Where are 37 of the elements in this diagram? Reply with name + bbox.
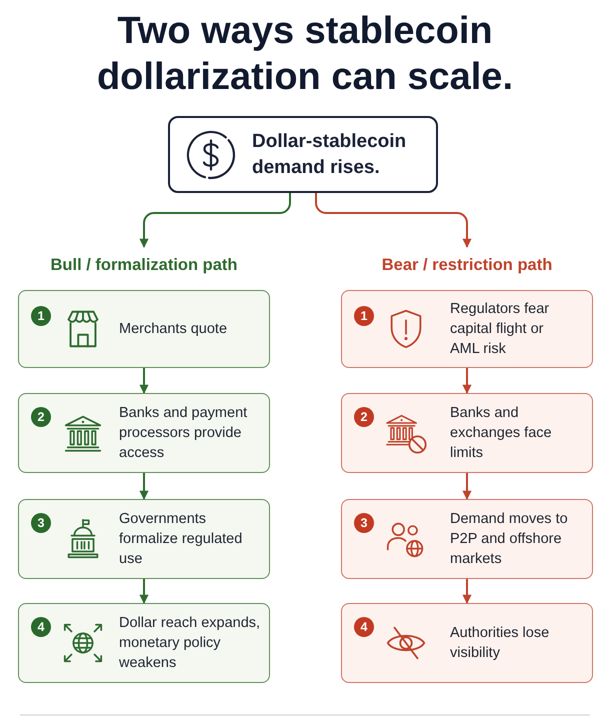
step-number: 3 <box>31 513 51 533</box>
diagram-title: Two ways stablecoin dollarization can scale. <box>96 9 514 100</box>
step-number: 2 <box>354 407 374 427</box>
step-text: Dollar reach expands, monetary policy weakens <box>119 614 262 673</box>
step-text: Demand moves to P2P and offshore markets <box>450 510 569 569</box>
step-number: 4 <box>31 617 51 637</box>
trigger-card <box>168 116 438 193</box>
flow-arrow <box>139 473 149 500</box>
trigger-text: Dollar-stablecoin demand rises. <box>252 130 408 180</box>
step-card <box>341 290 593 368</box>
flow-arrow <box>139 579 149 604</box>
step-text: Authorities lose visibility <box>450 624 550 663</box>
step-card <box>18 290 270 368</box>
step-text: Banks and exchanges face limits <box>450 404 553 463</box>
flow-arrow <box>462 473 472 500</box>
step-card <box>18 603 270 683</box>
flow-arrow <box>139 193 291 248</box>
flow-arrow <box>139 368 149 394</box>
step-text: Governments formalize regulated use <box>119 510 244 569</box>
step-card <box>341 393 593 473</box>
step-text: Regulators fear capital flight or AML risk <box>450 300 550 359</box>
flow-arrow <box>462 579 472 604</box>
step-card <box>18 393 270 473</box>
step-card <box>341 603 593 683</box>
step-number: 3 <box>354 513 374 533</box>
path-heading: Bear / restriction path <box>382 247 552 283</box>
step-card <box>18 499 270 579</box>
step-number: 4 <box>354 617 374 637</box>
path-heading: Bull / formalization path <box>50 247 238 283</box>
flow-arrow <box>315 193 472 248</box>
step-number: 2 <box>31 407 51 427</box>
step-text: Merchants quote <box>119 320 228 339</box>
step-number: 1 <box>354 306 374 326</box>
step-text: Banks and payment processors provide access <box>119 404 248 463</box>
flow-arrow <box>462 368 472 394</box>
step-card <box>341 499 593 579</box>
step-number: 1 <box>31 306 51 326</box>
